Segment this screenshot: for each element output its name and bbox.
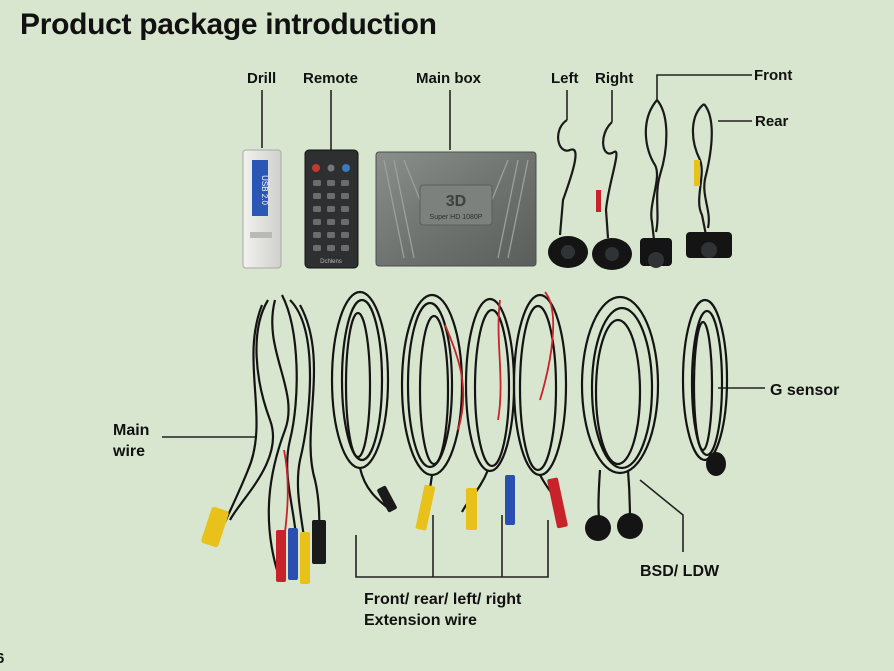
drill-usb-device: USB 2.0	[242, 149, 282, 269]
page-number: 6	[0, 650, 5, 667]
page-title: Product package introduction	[20, 8, 437, 41]
label-front-camera: Front	[754, 67, 793, 84]
camera-front	[640, 238, 672, 268]
camera-rear	[686, 232, 732, 258]
main-box-logo: 3D	[446, 193, 466, 210]
main-box-model: Super HD 1080P	[430, 214, 483, 221]
camera-left	[548, 236, 588, 268]
label-rear-camera: Rear	[755, 113, 789, 130]
remote-control: Dchlens	[304, 149, 359, 269]
label-extension-wire: Front/ rear/ left/ right Extension wire	[364, 591, 522, 629]
drill-print-text: USB 2.0	[260, 175, 269, 205]
camera-cables	[557, 99, 713, 241]
label-drill: Drill	[247, 70, 277, 87]
connectors	[201, 452, 726, 584]
label-main-box: Main box	[416, 70, 482, 87]
label-left-camera: Left	[551, 70, 579, 87]
label-bsd-ldw: BSD/ LDW	[640, 563, 720, 580]
main-box: 3D Super HD 1080P	[375, 151, 537, 267]
label-right-camera: Right	[595, 70, 634, 87]
remote-brand-text: Dchlens	[320, 259, 342, 265]
label-g-sensor: G sensor	[770, 382, 840, 399]
label-remote: Remote	[303, 70, 359, 87]
label-main-wire: Main wire	[113, 422, 150, 460]
camera-right	[592, 238, 632, 270]
